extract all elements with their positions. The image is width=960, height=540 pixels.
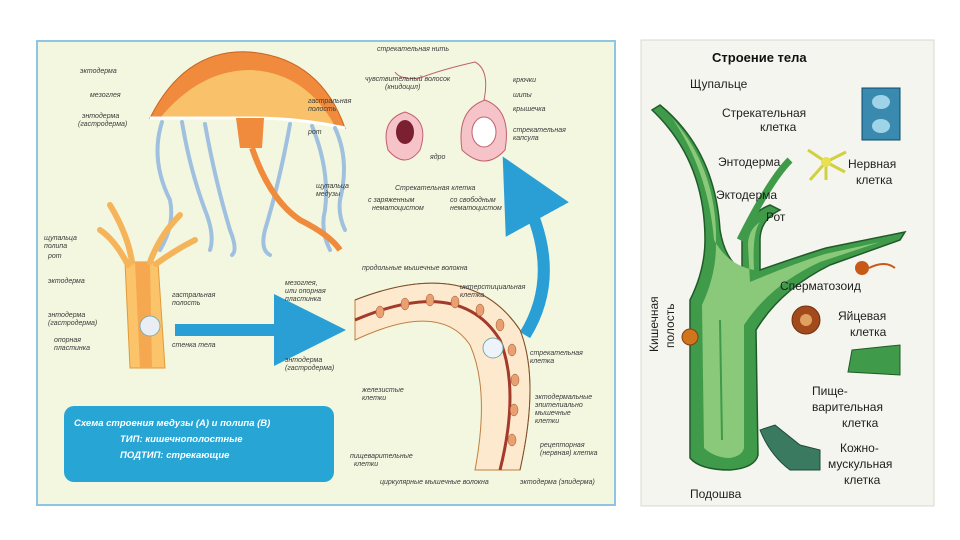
label-mouth-top: рот <box>307 129 322 136</box>
body-wall-magnifier <box>139 315 161 337</box>
label-receptor-cell: рецепторная <box>539 442 585 449</box>
label-gastral-cavity-polyp-2: полость <box>172 300 201 307</box>
label-longitudinal-fibers: продольные мышечные волокна <box>362 264 468 272</box>
label-digestive: Пище- <box>812 384 848 398</box>
label-nerve-2: клетка <box>856 173 893 187</box>
label-tentacle: Щупальце <box>690 77 748 91</box>
hydra-figure <box>650 104 907 471</box>
label-entoderma: Энтодерма <box>718 155 781 169</box>
label-gland-cells: железистые <box>361 387 404 394</box>
label-with-free: со свободным <box>450 196 496 204</box>
stinging-cell-free <box>394 61 507 162</box>
label-lid: крышечка <box>513 106 546 113</box>
body-wall-section <box>354 282 531 471</box>
label-stinging: Стрекательная <box>722 106 806 120</box>
hydra-labels: Строение тела Щупальце Стрекательная кле… <box>647 50 896 501</box>
label-tentacles-medusa: щупальца <box>316 183 349 190</box>
label-sperm: Сперматозоид <box>780 279 861 293</box>
label-ecto-epithelial-2: эпителиально <box>535 402 583 409</box>
label-mesoglea-support: мезоглея, <box>285 280 318 287</box>
label-nucleus: ядро <box>429 153 446 161</box>
label-mouth: Рот <box>766 210 786 224</box>
label-gastral-cavity-polyp: гастральная <box>172 292 216 299</box>
label-stinging-cell-small-2: клетка <box>530 358 554 365</box>
label-mezogleya-top: мезоглея <box>90 92 121 99</box>
label-support-plate: опорная <box>54 337 81 344</box>
label-gland-cells-2: клетки <box>362 395 386 402</box>
label-digestive-3: клетка <box>842 416 879 430</box>
label-sensitive-hair: чувствительный волосок <box>365 75 451 83</box>
left-panel-labels: эктодерма мезоглея энтодерма (гастродерм… <box>44 46 598 486</box>
label-stinging-capsule: стрекательная <box>513 127 566 134</box>
caption-line-1: Схема строения медузы (А) и полипа (В) <box>74 418 271 429</box>
polyp-figure <box>97 202 198 369</box>
label-interstitial-cell-2: клетка <box>460 292 484 299</box>
label-skin-muscle-3: клетка <box>844 473 881 487</box>
label-stinging-cell-small: стрекательная <box>530 350 583 357</box>
label-mesoglea-support-2: или опорная <box>285 288 326 295</box>
label-digestive-2: варительная <box>812 400 883 414</box>
label-gastral-cavity-top: гастральная <box>308 98 352 105</box>
caption-line-3: ПОДТИП: стрекающие <box>120 450 230 461</box>
label-ecto-epithelial-4: клетки <box>535 418 559 425</box>
label-sensitive-hair-2: (книдоцил) <box>385 83 420 91</box>
label-entoderma-polyp: энтодерма <box>48 311 85 319</box>
label-entoderma-top: энтодерма <box>82 112 119 120</box>
label-ektoderma-polyp: эктодерма <box>48 277 85 285</box>
label-digestive-cells: пищеварительные <box>350 453 413 460</box>
label-hooks: крючки <box>513 77 536 84</box>
label-ecto-epithelial-3: мышечные <box>535 410 571 417</box>
label-cavity: Кишечная <box>647 296 661 352</box>
label-tentacles-polyp: щупальца <box>44 235 77 242</box>
caption-box: Схема строения медузы (А) и полипа (В) Т… <box>64 406 334 482</box>
stinging-cell-charged <box>385 111 424 161</box>
label-ektoderma-top: эктодерма <box>80 67 117 75</box>
label-with-charged-2: нематоцистом <box>372 205 424 212</box>
label-digestive-cells-2: клетки <box>354 461 378 468</box>
label-ektoderma: Эктодерма <box>716 188 777 202</box>
label-receptor-cell-2: (нервная) клетка <box>540 450 598 457</box>
label-ecto-epithelial: эктодермальные <box>535 393 592 401</box>
label-ectoderm-bottom: эктодерма (эпидерма) <box>520 478 595 486</box>
label-body-wall: стенка тела <box>172 342 216 349</box>
label-stinging-capsule-2: капсула <box>513 135 539 142</box>
label-cavity-2: полость <box>663 304 677 348</box>
label-with-free-2: нематоцистом <box>450 205 502 212</box>
arrow-to-stinging-cell <box>502 156 569 339</box>
label-entoderma-top-2: (гастродерма) <box>78 120 127 128</box>
hydra-title: Строение тела <box>712 50 807 65</box>
label-tentacles-polyp-2: полипа <box>44 243 67 250</box>
label-mesoglea-support-3: пластинка <box>285 296 321 303</box>
hydra-insets <box>759 87 901 471</box>
label-egg: Яйцевая <box>838 309 886 323</box>
caption-line-2: ТИП: кишечнополостные <box>120 434 243 445</box>
label-nerve: Нервная <box>848 157 896 171</box>
label-skin-muscle-2: мускульная <box>828 457 892 471</box>
label-spines: шипы <box>513 92 533 99</box>
label-skin-muscle: Кожно- <box>840 441 879 455</box>
label-stinging-thread: стрекательная нить <box>377 46 449 53</box>
label-stinging-cell: Стрекательная клетка <box>395 185 476 192</box>
label-entoderma-wall: энтодерма <box>285 356 322 364</box>
label-gastral-cavity-top-2: полость <box>308 106 337 113</box>
label-tentacles-medusa-2: медузы <box>316 190 341 198</box>
label-circular-fibers: циркулярные мышечные волокна <box>380 479 489 486</box>
label-egg-2: клетка <box>850 325 887 339</box>
label-stinging-2: клетка <box>760 120 797 134</box>
label-mouth-polyp: рот <box>47 253 62 260</box>
label-interstitial-cell: интерстициальная <box>460 284 526 291</box>
label-with-charged: с заряженным <box>368 197 415 204</box>
label-support-plate-2: пластинка <box>54 345 90 352</box>
label-sole: Подошва <box>690 487 742 501</box>
label-entoderma-polyp-2: (гастродерма) <box>48 319 97 327</box>
label-entoderma-wall-2: (гастродерма) <box>285 364 334 372</box>
medusa-figure <box>149 51 347 257</box>
